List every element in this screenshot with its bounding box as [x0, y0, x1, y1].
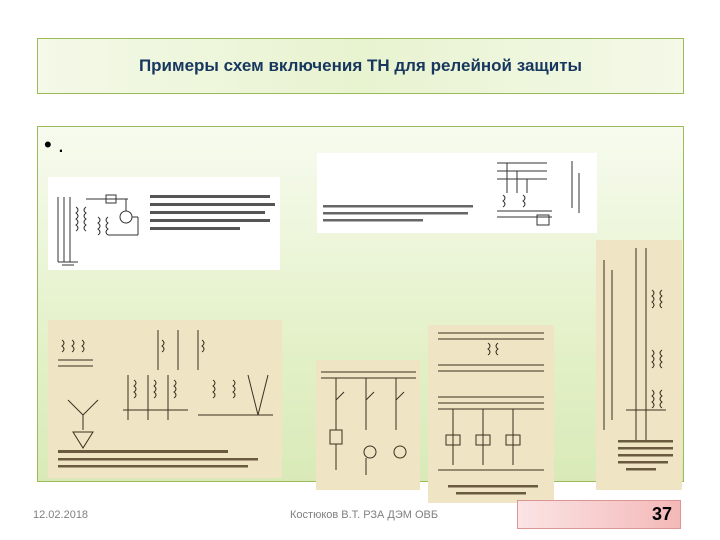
- title-box: Примеры схем включения ТН для релейной з…: [37, 38, 684, 94]
- figure-6-drawing: [603, 248, 673, 471]
- page-number: 37: [651, 504, 672, 524]
- figure-transformer-scheme-5: [428, 325, 554, 503]
- bullet-text: • .: [44, 132, 64, 157]
- figure-1-drawing: [57, 194, 275, 266]
- figure-cascade-transformer-scheme: [596, 240, 682, 490]
- figure-transformer-scheme-3: [48, 320, 282, 478]
- slide-title: Примеры схем включения ТН для релейной з…: [138, 56, 583, 75]
- figure-2-drawing: [323, 161, 580, 226]
- figure-4-drawing: [321, 371, 416, 475]
- figure-transformer-scheme-1: [48, 177, 280, 270]
- footer-author: Костюков В.Т. РЗА ДЭМ ОВБ: [290, 509, 439, 521]
- figure-3-drawing: [58, 330, 273, 468]
- page-number-badge: 37: [517, 500, 681, 529]
- figure-transformer-scheme-2: [317, 153, 597, 233]
- figure-transformer-scheme-4: [316, 360, 420, 490]
- figure-5-drawing: [438, 332, 544, 495]
- footer-date: 12.02.2018: [33, 509, 89, 521]
